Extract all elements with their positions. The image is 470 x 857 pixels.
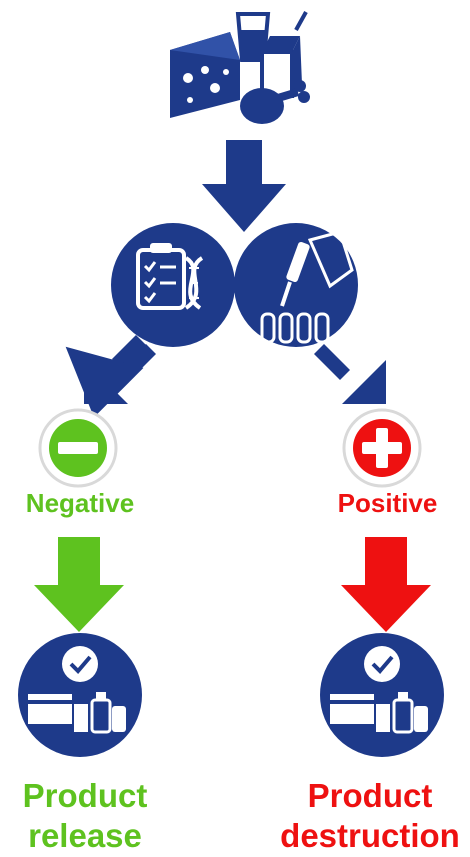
dna-analysis-icon	[111, 223, 235, 347]
product-release-label: Product release	[0, 776, 170, 856]
product-release-line1: Product	[22, 777, 148, 814]
product-destruction-label: Product destruction	[270, 776, 470, 856]
checked-product-icon	[320, 633, 444, 757]
negative-label: Negative	[25, 488, 135, 518]
red-down-arrow	[341, 537, 431, 632]
food-products-icon	[170, 11, 310, 124]
lab-testing-icon	[234, 223, 358, 347]
minus-icon	[38, 408, 118, 488]
green-down-arrow	[34, 537, 124, 632]
product-destruction-line1: Product	[307, 777, 433, 814]
product-destruction-line2: destruction	[280, 817, 460, 854]
plus-icon	[342, 408, 422, 488]
left-diagonal-arrow	[65, 335, 156, 418]
checked-product-icon	[18, 633, 142, 757]
product-release-line2: release	[28, 817, 142, 854]
positive-label: Positive	[337, 488, 438, 518]
right-diagonal-arrow	[314, 344, 386, 404]
down-arrow	[202, 140, 286, 232]
